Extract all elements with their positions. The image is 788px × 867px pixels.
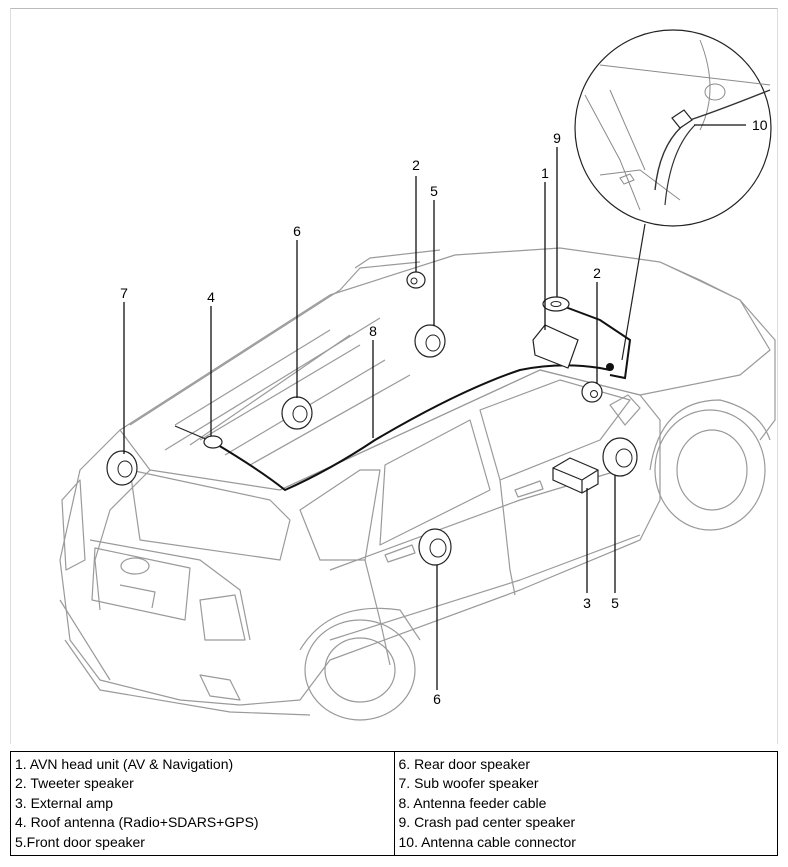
figure-frame <box>10 8 778 744</box>
legend-column-right: 6. Rear door speaker 7. Sub woofer speak… <box>393 751 778 856</box>
callout-avn-head-unit: 1 <box>541 165 549 181</box>
vehicle-audio-diagram: 7 4 6 8 2 5 1 9 2 10 3 5 6 <box>59 29 776 721</box>
legend-item: 9. Crash pad center speaker <box>398 814 576 831</box>
roof-antenna <box>174 425 223 449</box>
legend-item: 7. Sub woofer speaker <box>398 775 539 792</box>
front-door-speaker-top <box>414 324 446 358</box>
legend-table: 1. AVN head unit (AV & Navigation) 2. Tw… <box>10 751 778 856</box>
vehicle-body <box>59 247 776 721</box>
tweeter-speaker-right <box>581 381 603 403</box>
callout-rear-door-speaker-top: 6 <box>293 223 301 239</box>
avn-head-unit <box>532 324 579 369</box>
callout-roof-antenna: 4 <box>207 289 215 305</box>
callout-tweeter-left: 2 <box>412 157 420 173</box>
callout-antenna-feeder: 8 <box>369 323 377 339</box>
callout-sub-woofer: 7 <box>120 285 128 301</box>
sub-woofer-speaker <box>106 450 138 486</box>
legend-item: 6. Rear door speaker <box>398 756 531 772</box>
callout-external-amp: 3 <box>583 595 591 611</box>
front-door-speaker-bottom <box>602 437 638 477</box>
legend-item: 4. Roof antenna (Radio+SDARS+GPS) <box>15 814 259 831</box>
callout-rear-door-speaker-bottom: 6 <box>433 691 441 707</box>
legend-item: 2. Tweeter speaker <box>15 775 134 792</box>
callout-front-door-speaker-bottom: 5 <box>611 595 619 611</box>
legend-item: 8. Antenna feeder cable <box>398 794 547 811</box>
tweeter-speaker-left <box>406 271 426 289</box>
callout-tweeter-right: 2 <box>593 265 601 281</box>
rear-door-speaker-top <box>281 396 313 430</box>
connector-inset <box>574 29 772 361</box>
callout-antenna-connector: 10 <box>752 117 768 133</box>
rear-door-speaker-bottom <box>418 528 452 566</box>
external-amp <box>552 457 599 494</box>
legend-item: 1. AVN head unit (AV & Navigation) <box>15 756 234 772</box>
legend-item: 3. External amp <box>15 794 114 811</box>
leader-lines <box>123 124 746 690</box>
legend-item: 10. Antenna cable connector <box>398 833 576 850</box>
legend-item: 5.Front door speaker <box>15 833 145 850</box>
legend-column-left: 1. AVN head unit (AV & Navigation) 2. Tw… <box>10 751 395 856</box>
antenna-feeder-cable <box>212 364 611 492</box>
connector-point <box>606 363 614 371</box>
callout-front-door-speaker-top: 5 <box>430 183 438 199</box>
callout-crash-pad-center: 9 <box>553 130 561 146</box>
crash-pad-center-speaker <box>542 296 570 312</box>
